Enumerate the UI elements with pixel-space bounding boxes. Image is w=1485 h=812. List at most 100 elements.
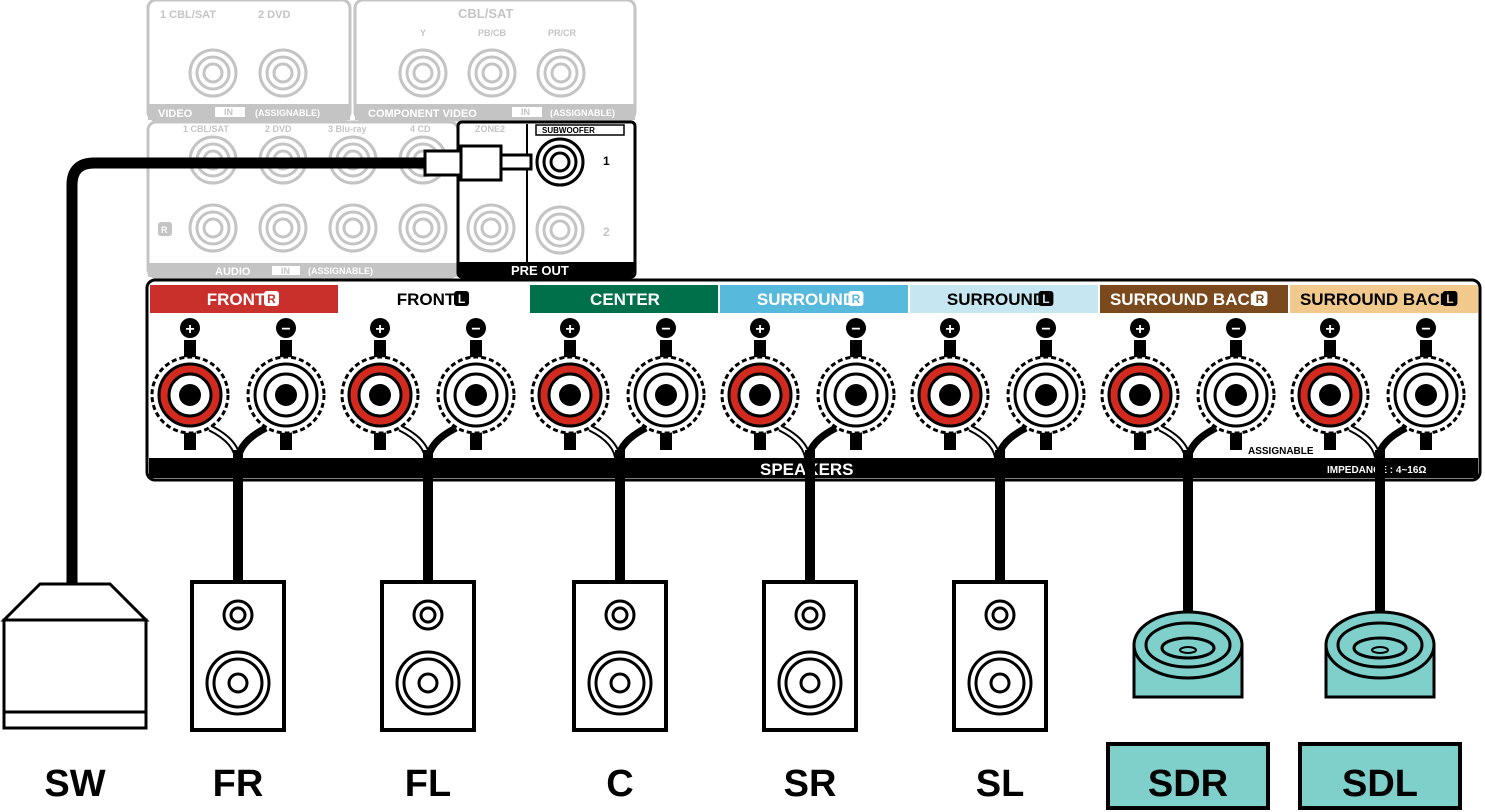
channel-side-badge-7	[1442, 291, 1458, 306]
audio-col-label-4: 4 CD	[410, 124, 431, 134]
channel-header-3: CENTER	[530, 285, 718, 313]
minus-symbol-2: −	[471, 321, 480, 338]
speaker-fr	[190, 580, 286, 732]
subwoofer-port-1[interactable]	[535, 137, 585, 187]
speaker-label-sl: SL	[976, 763, 1025, 805]
speaker-c	[572, 580, 668, 732]
component-col-pr: PR/CR	[548, 28, 577, 38]
minus-terminal-7[interactable]: −	[1386, 318, 1466, 450]
plus-symbol-7: +	[1325, 321, 1334, 338]
video-group-label: VIDEO	[158, 108, 193, 120]
minus-symbol-6: −	[1231, 321, 1240, 338]
channel-side-badge-6	[1252, 291, 1268, 306]
channel-side-letter-5: L	[1042, 292, 1049, 306]
speaker-sl	[952, 580, 1048, 732]
minus-symbol-7: −	[1421, 321, 1430, 338]
plus-symbol-3: +	[565, 321, 574, 338]
channel-side-badge-1	[264, 291, 279, 306]
plus-symbol-4: +	[755, 321, 764, 338]
subwoofer-speaker	[0, 582, 150, 730]
minus-terminal-5[interactable]: −	[1006, 318, 1086, 450]
speaker-sdl	[1324, 610, 1436, 699]
component-in-badge: IN	[521, 107, 530, 117]
channel-label-5: SURROUND	[947, 290, 1045, 309]
video-input-group: 1 CBL/SAT 2 DVD VIDEO IN (ASSIGNABLE)	[146, 0, 352, 122]
plus-terminal-2[interactable]: +	[340, 318, 420, 450]
channel-side-badge-4	[848, 291, 864, 306]
channel-side-letter-4: R	[852, 292, 861, 306]
plus-terminal-6[interactable]: +	[1100, 318, 1180, 450]
channel-side-letter-7: L	[1446, 292, 1453, 306]
pre-out-label: PRE OUT	[511, 263, 569, 278]
component-assignable: (ASSIGNABLE)	[550, 108, 615, 118]
channel-label-4: SURROUND	[757, 290, 855, 309]
audio-group-label: AUDIO	[215, 266, 251, 278]
minus-symbol-3: −	[661, 321, 670, 338]
minus-terminal-1[interactable]: −	[246, 318, 326, 450]
channel-label-6: SURROUND BACK	[1110, 290, 1263, 309]
plus-terminal-5[interactable]: +	[910, 318, 990, 450]
speaker-units	[0, 580, 1436, 732]
channel-side-letter-1: R	[267, 292, 276, 306]
plus-terminal-7[interactable]: +	[1290, 318, 1370, 450]
component-input-group: CBL/SAT Y PB/CB PR/CR COMPONENT VIDEO IN…	[353, 0, 637, 122]
channel-label-2: FRONT	[397, 290, 456, 309]
channel-label-3: CENTER	[590, 290, 660, 309]
zone2-label: ZONE2	[475, 124, 505, 134]
audio-col-label-2: 2 DVD	[265, 124, 292, 134]
subwoofer-port-1-label: 1	[603, 154, 610, 168]
subwoofer-port-2-label: 2	[603, 225, 610, 239]
plus-symbol-2: +	[375, 321, 384, 338]
audio-assignable: (ASSIGNABLE)	[308, 266, 373, 276]
audio-col-label-1: 1 CBL/SAT	[183, 124, 229, 134]
plus-symbol-1: +	[185, 321, 194, 338]
plus-terminal-4[interactable]: +	[720, 318, 800, 450]
speaker-cables	[208, 424, 1408, 620]
minus-terminal-2[interactable]: −	[436, 318, 516, 450]
subwoofer-cable	[66, 144, 533, 590]
speaker-label-sdl: SDL	[1342, 763, 1418, 805]
channel-side-badge-5	[1038, 291, 1054, 306]
minus-terminal-4[interactable]: −	[816, 318, 896, 450]
component-title: CBL/SAT	[458, 6, 513, 21]
subwoofer-port-2[interactable]	[535, 205, 585, 255]
speaker-label-fr: FR	[213, 763, 264, 805]
speaker-label-box-sdr	[1106, 742, 1270, 810]
speaker-label-sr: SR	[784, 763, 837, 805]
speaker-label-sw: SW	[44, 763, 105, 805]
audio-r-label: R	[161, 225, 168, 235]
plus-symbol-5: +	[945, 321, 954, 338]
component-group-label: COMPONENT VIDEO	[368, 108, 477, 120]
plus-terminal-1[interactable]: +	[150, 318, 230, 450]
component-col-y: Y	[420, 28, 426, 38]
channel-side-badge-2	[454, 291, 469, 306]
speaker-label-c: C	[606, 763, 633, 805]
plus-terminal-3[interactable]: +	[530, 318, 610, 450]
minus-symbol-1: −	[281, 321, 290, 338]
component-col-pb: PB/CB	[478, 28, 507, 38]
video-in-badge: IN	[224, 107, 233, 117]
minus-terminal-6[interactable]: −	[1196, 318, 1276, 450]
channel-label-1: FRONT	[207, 290, 266, 309]
speaker-sr	[762, 580, 858, 732]
minus-terminal-3[interactable]: −	[626, 318, 706, 450]
speaker-label-fl: FL	[405, 763, 451, 805]
video-col-label-1: 1 CBL/SAT	[160, 9, 216, 21]
audio-input-group: 1 CBL/SAT 2 DVD 3 Blu-ray 4 CD R AUDIO I…	[146, 120, 460, 279]
speaker-label-box-sdl	[1298, 742, 1462, 810]
video-col-label-2: 2 DVD	[258, 9, 290, 21]
speaker-fl	[380, 580, 476, 732]
audio-col-label-3: 3 Blu-ray	[328, 124, 367, 134]
speaker-label-sdr: SDR	[1148, 763, 1228, 805]
speaker-labels: SW FR FL C SR SL SDR SDL	[44, 742, 1462, 810]
video-assignable: (ASSIGNABLE)	[255, 108, 320, 118]
subwoofer-pre-out-box: SUBWOOFER 1 2 PRE OUT	[456, 120, 637, 279]
